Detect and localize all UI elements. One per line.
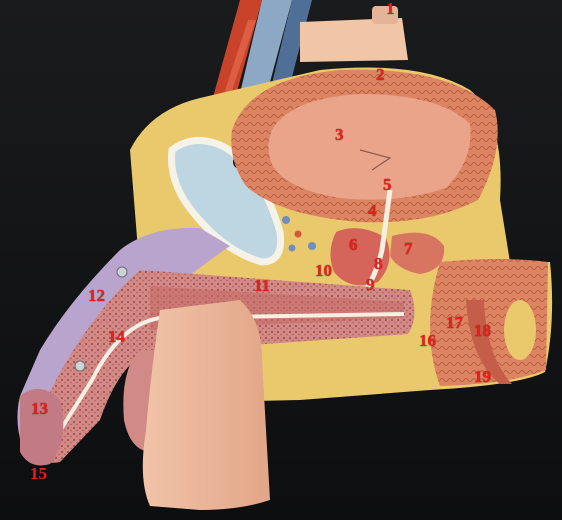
label-3: 3 xyxy=(335,125,344,144)
screw-1 xyxy=(116,266,128,278)
label-16: 16 xyxy=(419,331,436,350)
screw-2 xyxy=(74,360,86,372)
label-7: 7 xyxy=(404,239,413,258)
ureter-stub xyxy=(372,6,398,24)
label-12: 12 xyxy=(88,286,105,305)
pubic-bone xyxy=(168,137,285,266)
label-2: 2 xyxy=(376,65,385,84)
glans xyxy=(20,388,64,466)
label-19: 19 xyxy=(474,367,491,386)
seminal-vesicle xyxy=(390,232,445,274)
label-9: 9 xyxy=(366,275,375,294)
label-1: 1 xyxy=(386,0,395,18)
label-8: 8 xyxy=(374,254,383,273)
label-10: 10 xyxy=(315,261,332,280)
penile-urethra xyxy=(42,312,405,458)
bladder-lumen xyxy=(268,94,471,200)
abdominal-wall xyxy=(300,18,408,62)
model-stand xyxy=(142,300,270,510)
label-13: 13 xyxy=(31,399,48,418)
label-17: 17 xyxy=(446,313,463,332)
label-4: 4 xyxy=(368,201,377,220)
label-15: 15 xyxy=(30,464,47,483)
label-14: 14 xyxy=(108,327,125,346)
anal-canal xyxy=(466,300,512,384)
label-18: 18 xyxy=(474,321,491,340)
label-11: 11 xyxy=(254,276,271,295)
label-5: 5 xyxy=(383,175,392,194)
label-6: 6 xyxy=(349,235,358,254)
